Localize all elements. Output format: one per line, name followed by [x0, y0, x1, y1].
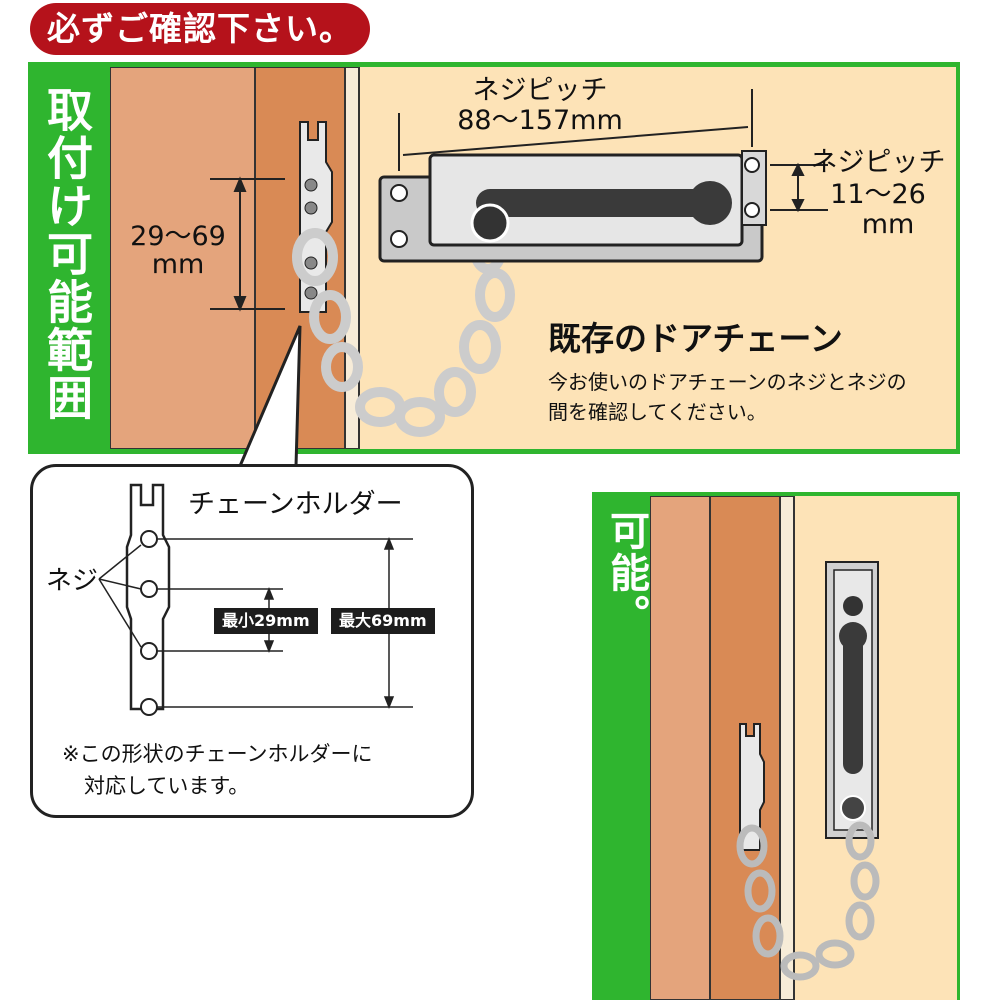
holder-range-unit: mm	[151, 249, 205, 280]
callout-box	[30, 464, 474, 818]
caption-line-2: 間を確認してください。	[548, 400, 767, 424]
screw-pitch-h-value: 88〜157mm	[457, 105, 623, 136]
caption-title: 既存のドアチェーン	[548, 319, 843, 358]
vertical-chain-illustration	[650, 496, 880, 1000]
holder-range-value: 29〜69	[130, 221, 226, 252]
range-label: 取付け可能範囲	[40, 86, 94, 422]
caption-line-1: 今お使いのドアチェーンのネジとネジの	[548, 370, 907, 394]
note-line-1: ※この形状のチェーンホルダーに	[62, 742, 373, 766]
screw-pitch-v-value: 11〜26	[830, 179, 926, 210]
screw-pitch-h-title: ネジピッチ	[472, 75, 608, 106]
min-tag: 最小29mm	[214, 608, 318, 634]
max-tag: 最大69mm	[331, 608, 435, 634]
holder-title: チェーンホルダー	[188, 489, 403, 520]
notice-badge: 必ずご確認下さい。	[30, 3, 370, 55]
note-line-2: 対応しています。	[84, 774, 250, 798]
screw-label: ネジ	[46, 566, 99, 596]
screw-pitch-v-unit: mm	[861, 209, 915, 240]
screw-pitch-v-title: ネジピッチ	[810, 147, 946, 178]
vertical-illustration	[650, 496, 957, 1000]
chain-holder-diagram	[98, 483, 413, 716]
